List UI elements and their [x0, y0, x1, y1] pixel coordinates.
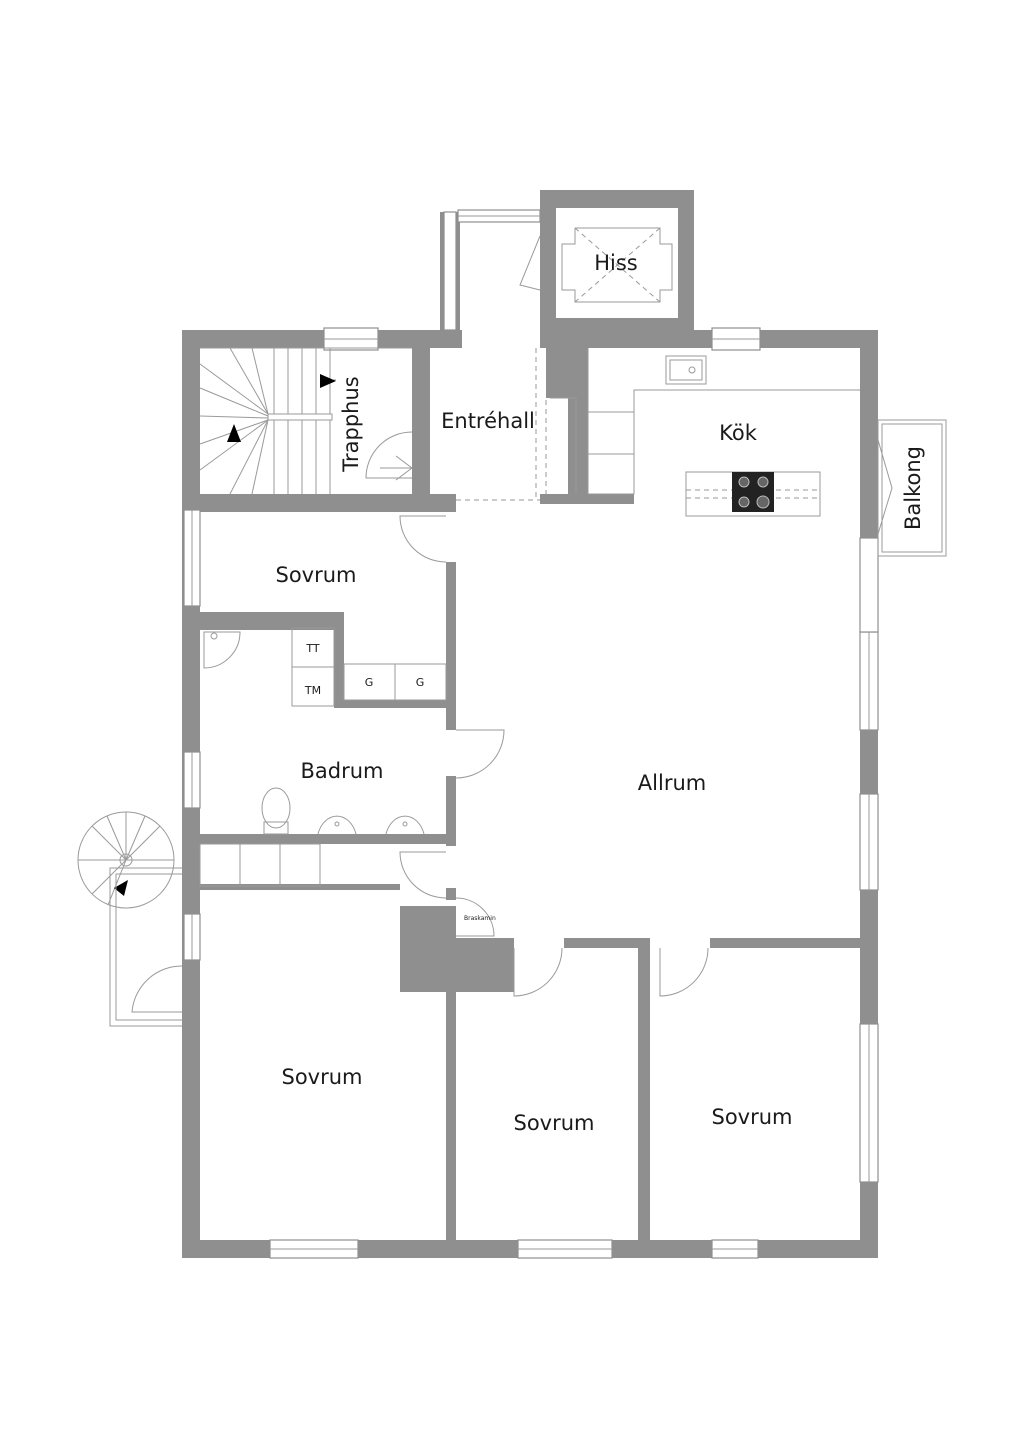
label-kok: Kök	[719, 421, 758, 445]
label-tt: TT	[305, 642, 320, 655]
fireplace-door	[455, 897, 495, 937]
label-sovrum-bottom-right: Sovrum	[711, 1105, 792, 1129]
toilet-icon	[261, 787, 291, 835]
fixture-labels: TT TM G G Braskamin	[304, 642, 496, 922]
entrance-dashes	[456, 348, 577, 501]
label-g1: G	[365, 676, 374, 689]
label-allrum: Allrum	[638, 771, 706, 795]
stairs	[199, 347, 413, 495]
label-braskamin: Braskamin	[464, 915, 496, 922]
label-g2: G	[416, 676, 425, 689]
label-sovrum-top: Sovrum	[275, 563, 356, 587]
spiral-stair	[77, 811, 182, 1027]
kitchen	[587, 348, 860, 517]
label-sovrum-bottom-middle: Sovrum	[513, 1111, 594, 1135]
washbasin-icon	[317, 815, 425, 835]
label-sovrum-bottom-left: Sovrum	[281, 1065, 362, 1089]
sink-icon	[665, 355, 707, 385]
label-trapphus: Trapphus	[339, 376, 363, 472]
room-labels: Hiss Entréhall Trapphus Kök Balkong Sovr…	[275, 251, 925, 1135]
stove-icon	[732, 472, 774, 512]
entrance-corridor	[440, 209, 541, 331]
elevator-shaft	[519, 190, 694, 340]
label-badrum: Badrum	[300, 759, 383, 783]
balcony	[877, 419, 947, 557]
internal-walls	[182, 348, 860, 1242]
doors	[131, 515, 709, 1013]
windows	[183, 327, 879, 1259]
label-entrehall: Entréhall	[441, 409, 535, 433]
label-hiss: Hiss	[594, 251, 638, 275]
bathroom	[199, 627, 505, 887]
label-balkong: Balkong	[901, 446, 925, 530]
label-tm: TM	[304, 684, 321, 697]
shower-icon	[203, 631, 241, 669]
